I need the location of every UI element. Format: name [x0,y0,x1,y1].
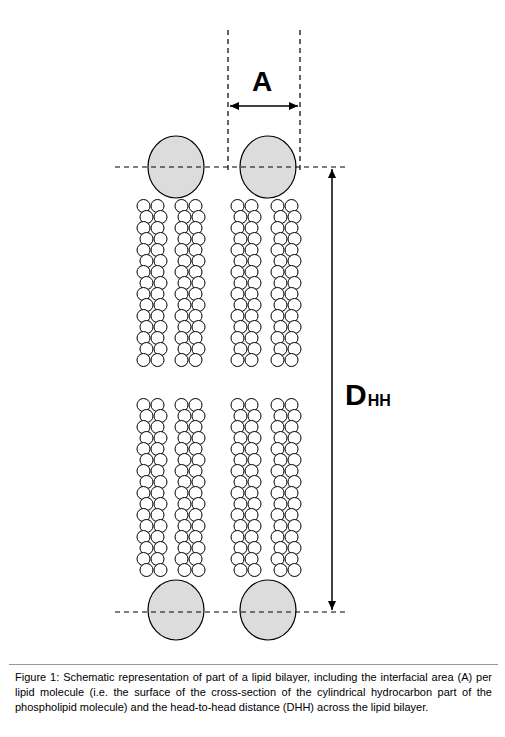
tail-segment [231,354,244,367]
tail-segment [151,354,164,367]
head-groups [148,136,296,640]
tail-segment [271,354,284,367]
tail-segment [140,564,153,577]
tail-segment [137,354,150,367]
tail-segment [189,354,202,367]
caption-box: Figure 1: Schematic representation of pa… [9,664,498,734]
tail-segment [288,564,301,577]
distance-subscript: HH [368,392,391,410]
tail-segment [154,564,167,577]
distance-label: D [345,378,367,412]
figure-caption: Figure 1: Schematic representation of pa… [9,665,498,715]
tail-segment [175,354,188,367]
area-label: A [252,66,272,98]
tail-segment [234,564,247,577]
distance-arrow [331,169,333,610]
tail-segment [248,564,261,577]
tail-segment [285,354,298,367]
hydrocarbon-tails [137,200,301,577]
reference-lines [115,30,348,612]
tail-segment [178,564,191,577]
tail-segment [245,354,258,367]
area-arrow [230,105,298,107]
tail-segment [192,564,205,577]
tail-segment [274,564,287,577]
